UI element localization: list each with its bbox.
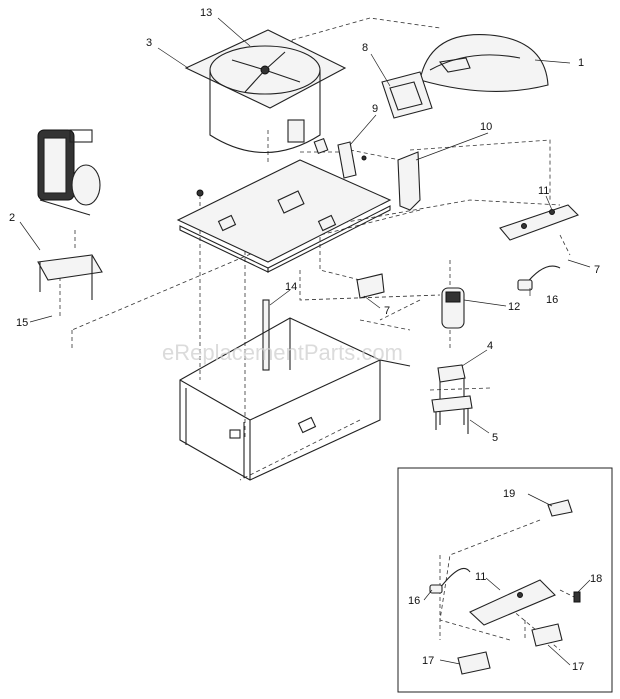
- callout-16-top: 16: [546, 294, 558, 306]
- mounting-plate-11: [499, 204, 579, 241]
- part-19-shape: [547, 499, 573, 517]
- callout-3: 3: [146, 37, 152, 49]
- callout-7-center: 7: [384, 305, 390, 317]
- motor-12: [441, 287, 465, 329]
- support-rail: [262, 299, 270, 371]
- callout-14: 14: [285, 281, 297, 293]
- callout-15: 15: [16, 317, 28, 329]
- callout-2: 2: [9, 212, 15, 224]
- callout-8: 8: [362, 42, 368, 54]
- callout-11-top: 11: [538, 185, 549, 197]
- part-11-inset-shape: [469, 579, 556, 626]
- detail-inset: [397, 467, 613, 693]
- callout-18: 18: [590, 573, 602, 585]
- callout-19: 19: [503, 488, 515, 500]
- compressor-unit: [37, 129, 103, 300]
- leader-lines: [19, 17, 591, 666]
- callout-5: 5: [492, 432, 498, 444]
- part-17a-shape: [457, 651, 491, 675]
- callout-10: 10: [480, 121, 492, 133]
- bracket-9: [337, 141, 367, 179]
- fan-shroud-assembly: [184, 29, 347, 155]
- part-17b-shape: [531, 623, 563, 647]
- callout-11-inset: 11: [475, 571, 486, 583]
- tray-7: [356, 273, 385, 299]
- stand-bracket: [431, 364, 473, 434]
- top-panel: [176, 159, 392, 273]
- callout-16-inset: 16: [408, 595, 420, 607]
- callout-4: 4: [487, 340, 493, 352]
- callout-17-left: 17: [422, 655, 434, 667]
- callout-labels: 1 2 3 4 5 7 7 8 9 10 11 11 12 13 14 15 1…: [9, 7, 602, 673]
- lower-frame: [179, 317, 411, 481]
- sensor-16: [517, 265, 561, 291]
- assembly-lines: [59, 17, 581, 651]
- window-panel: [381, 71, 433, 119]
- dome-cover: [419, 33, 549, 92]
- callout-13: 13: [200, 7, 212, 19]
- callout-9: 9: [372, 103, 378, 115]
- callout-17-right: 17: [572, 661, 584, 673]
- callout-7-right: 7: [594, 264, 600, 276]
- duct-piece: [397, 151, 421, 211]
- callout-1: 1: [578, 57, 584, 69]
- callout-12: 12: [508, 301, 520, 313]
- watermark-text: eReplacementParts.com: [162, 340, 403, 365]
